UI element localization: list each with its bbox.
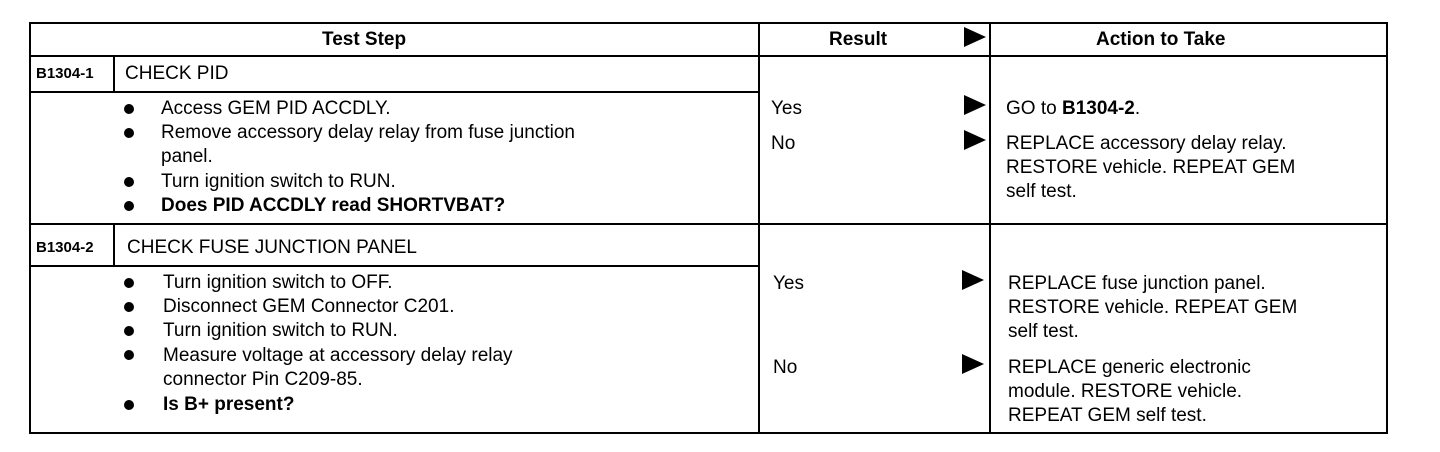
bullet-icon [124, 201, 134, 211]
bullet-icon [124, 128, 134, 138]
bullet-icon [124, 104, 134, 114]
action-no-line: REPEAT GEM self test. [1008, 405, 1207, 426]
header-test-step: Test Step [322, 29, 407, 50]
bullet-icon [124, 278, 134, 288]
step-divider [29, 223, 1388, 225]
step-item: Turn ignition switch to RUN. [161, 171, 396, 192]
bullet-icon [124, 302, 134, 312]
arrow-right-icon [964, 130, 986, 150]
step-item: Turn ignition switch to RUN. [163, 320, 398, 341]
step-item: Measure voltage at accessory delay relay [163, 345, 513, 366]
action-no-line: module. RESTORE vehicle. [1008, 381, 1243, 402]
step-code: B1304-1 [36, 65, 94, 82]
header-divider [29, 55, 1388, 57]
bullet-icon [124, 400, 134, 410]
result-yes: Yes [773, 273, 804, 294]
step-question: Does PID ACCDLY read SHORTVBAT? [161, 195, 506, 216]
arrow-right-icon [964, 95, 986, 115]
code-cell-divider-2 [113, 223, 115, 267]
bullet-icon [124, 326, 134, 336]
action-yes: GO to B1304-2. [1006, 97, 1140, 121]
step-title: CHECK FUSE JUNCTION PANEL [127, 237, 417, 258]
result-column-divider [758, 22, 760, 434]
header-arrow-icon [964, 27, 986, 47]
action-no-line: REPLACE generic electronic [1008, 357, 1251, 378]
result-yes: Yes [771, 98, 802, 119]
action-yes-prefix: GO to [1006, 98, 1062, 119]
action-no-line: REPLACE accessory delay relay. [1006, 133, 1287, 154]
action-yes-line: RESTORE vehicle. REPEAT GEM [1008, 297, 1298, 318]
step-item: Access GEM PID ACCDLY. [161, 98, 391, 119]
step-item: Disconnect GEM Connector C201. [163, 296, 455, 317]
action-column-divider [989, 22, 991, 434]
step-item: Turn ignition switch to OFF. [163, 272, 393, 293]
diagnostic-table [29, 22, 1388, 434]
step-item-continued: connector Pin C209-85. [163, 369, 363, 390]
step-item: Remove accessory delay relay from fuse j… [161, 122, 575, 143]
arrow-right-icon [962, 270, 984, 290]
step-title: CHECK PID [125, 63, 229, 84]
result-no: No [773, 357, 798, 378]
step-code: B1304-2 [36, 239, 94, 256]
header-action: Action to Take [1096, 29, 1226, 50]
action-yes-suffix: . [1134, 98, 1141, 119]
bullet-icon [124, 350, 134, 360]
code-cell-divider-1 [113, 55, 115, 93]
step-question: Is B+ present? [163, 394, 295, 415]
result-no: No [771, 133, 796, 154]
step-item-continued: panel. [161, 146, 213, 167]
action-yes-target: B1304-2 [1061, 98, 1135, 119]
code-row-divider-1 [29, 91, 760, 93]
action-no-line: self test. [1006, 181, 1077, 202]
action-yes-line: self test. [1008, 321, 1079, 342]
action-no-line: RESTORE vehicle. REPEAT GEM [1006, 157, 1296, 178]
code-row-divider-2 [29, 265, 760, 267]
arrow-right-icon [962, 354, 984, 374]
header-result: Result [829, 29, 888, 50]
action-yes-line: REPLACE fuse junction panel. [1008, 273, 1266, 294]
bullet-icon [124, 177, 134, 187]
